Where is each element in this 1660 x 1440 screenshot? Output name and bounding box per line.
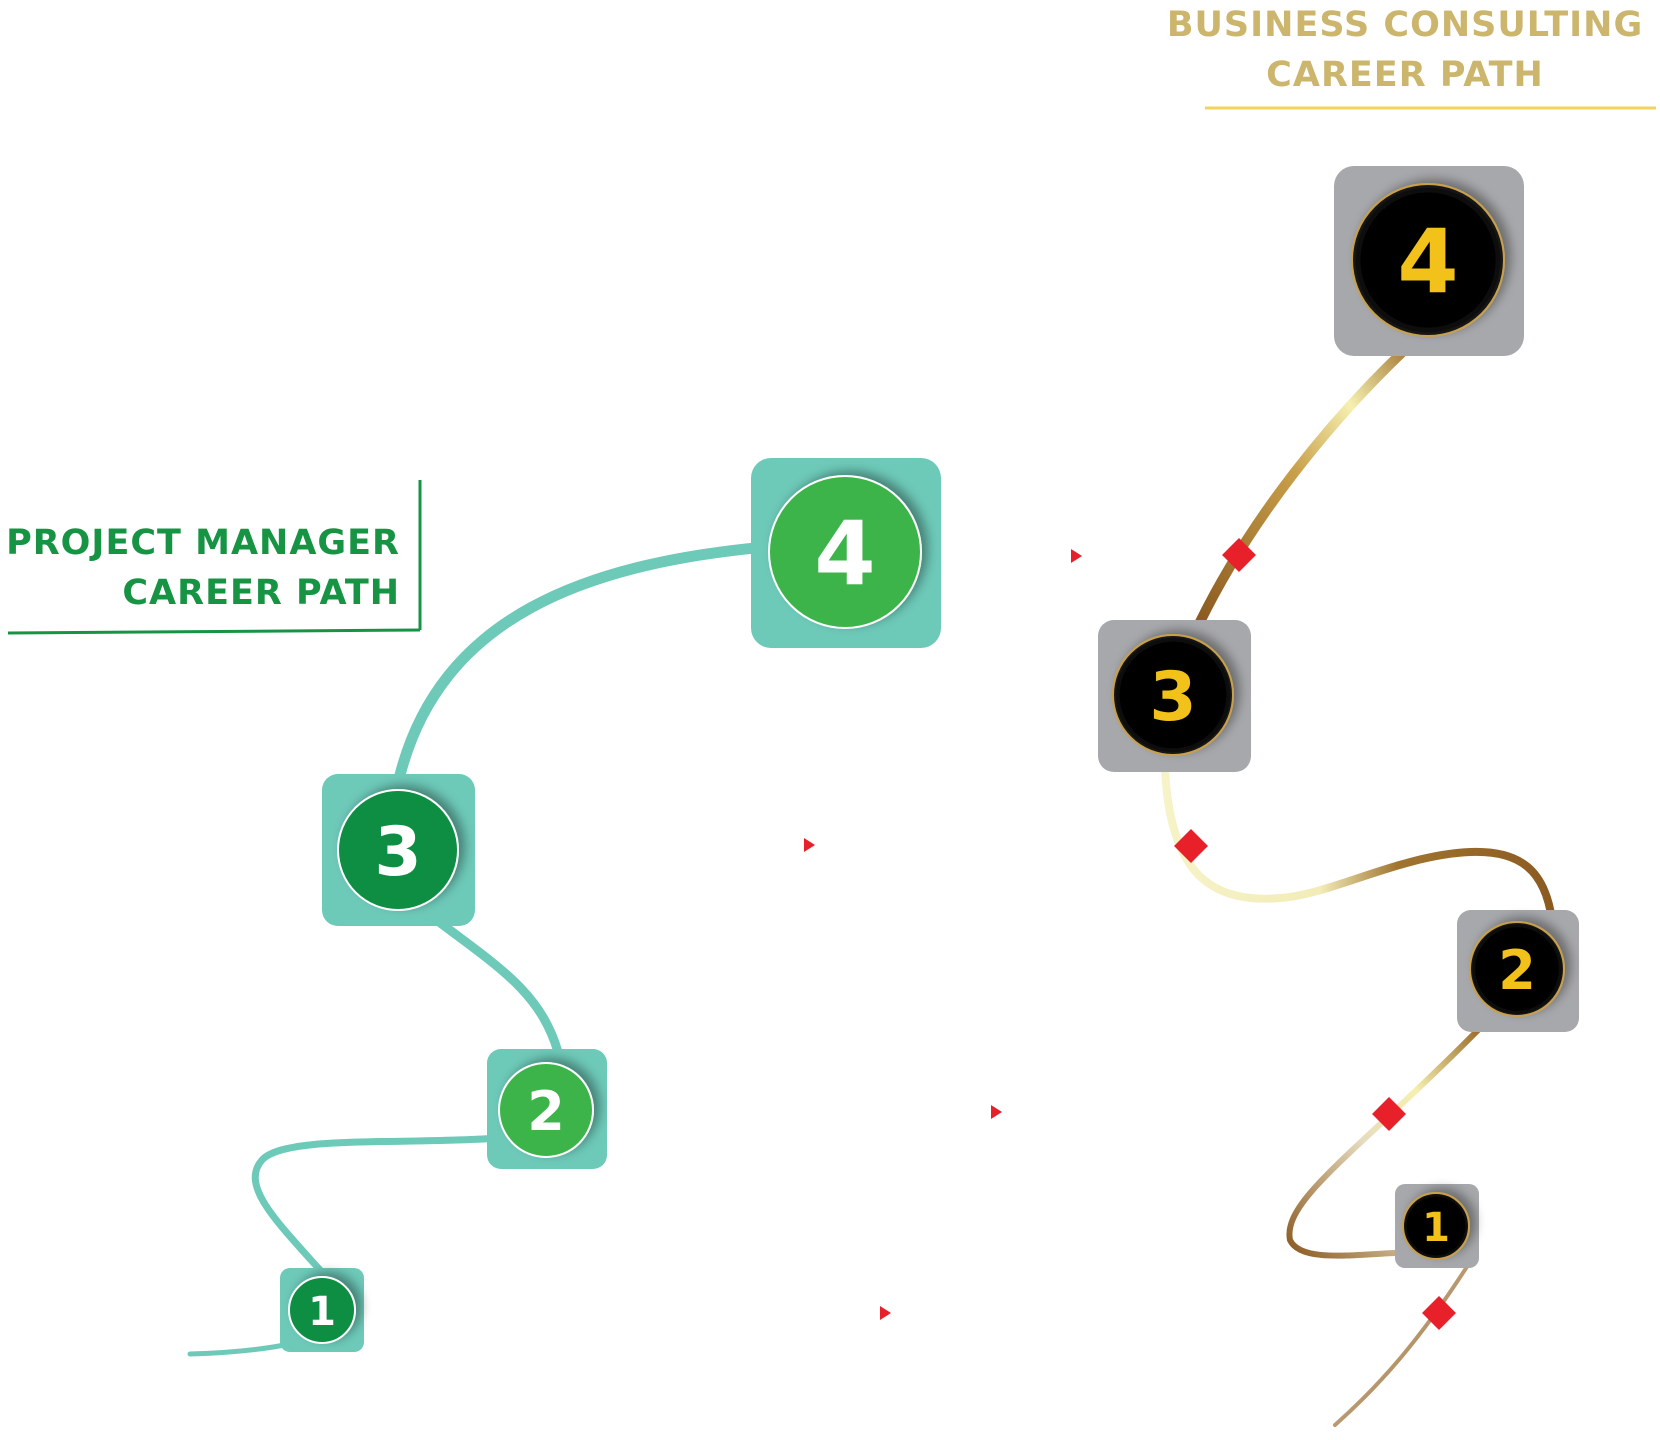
- pm-step-3: 3: [322, 774, 475, 926]
- red-arrow-icon: [880, 1306, 891, 1320]
- pm-step-2-badge: [498, 1062, 594, 1158]
- project-manager-path: [187, 539, 796, 1357]
- bc-step-3-badge: [1112, 634, 1234, 756]
- pm-step-2-number: 2: [527, 1080, 565, 1143]
- bc-step-4-number: 4: [1397, 210, 1458, 313]
- bc-connector-2-3: [1161, 766, 1556, 924]
- bc-step-3: 3: [1098, 620, 1251, 772]
- pm-connector-start: [187, 1341, 293, 1357]
- bc-step-1: 1: [1395, 1184, 1479, 1268]
- red-diamond-marker: [1372, 1097, 1406, 1131]
- project-manager-title-line1: PROJECT MANAGER: [6, 523, 400, 563]
- business-consulting-path: [1161, 340, 1556, 1427]
- bc-step-1-badge: [1402, 1192, 1470, 1260]
- red-diamond-marker: [1222, 538, 1256, 572]
- business-consulting-title-line1: BUSINESS CONSULTING: [1166, 5, 1644, 45]
- pm-step-4-badge: [768, 475, 922, 629]
- bc-step-3-number: 3: [1149, 658, 1196, 737]
- red-diamond-marker: [1422, 1296, 1456, 1330]
- bc-step-1-number: 1: [1422, 1205, 1450, 1251]
- bc-path-markers: [1174, 538, 1456, 1330]
- bc-connector-end: [1333, 1260, 1472, 1427]
- red-arrow-markers: [804, 549, 1082, 1320]
- pm-step-3-number: 3: [374, 813, 421, 892]
- pm-step-3-badge: [337, 789, 459, 911]
- red-arrow-icon: [804, 838, 815, 852]
- bc-step-4-badge: [1351, 183, 1505, 337]
- pm-step-2: 2: [487, 1049, 607, 1169]
- red-diamond-marker: [1174, 829, 1208, 863]
- bc-connector-3-4: [1195, 340, 1415, 627]
- bc-step-2-badge: [1469, 921, 1565, 1017]
- pm-step-1: 1: [280, 1268, 364, 1352]
- project-manager-title-line2: CAREER PATH: [122, 573, 400, 613]
- bc-step-4: 4: [1334, 166, 1524, 356]
- project-manager-title-frame: [7, 480, 422, 635]
- pm-step-4-number: 4: [814, 502, 875, 605]
- business-consulting-title-line2: CAREER PATH: [1266, 55, 1544, 95]
- pm-connector-1-2: [251, 1134, 504, 1274]
- bc-step-2: 2: [1457, 910, 1579, 1032]
- pm-step-1-number: 1: [308, 1289, 336, 1335]
- bc-step-2-number: 2: [1498, 939, 1536, 1002]
- pm-step-4: 4: [751, 458, 941, 648]
- red-arrow-icon: [1071, 549, 1082, 563]
- business-consulting-title: BUSINESS CONSULTING CAREER PATH: [1150, 0, 1660, 100]
- project-manager-title: PROJECT MANAGER CAREER PATH: [0, 518, 400, 618]
- pm-connector-3-4: [394, 539, 796, 781]
- red-arrow-icon: [991, 1105, 1002, 1119]
- pm-connector-2-3: [425, 910, 563, 1057]
- pm-step-1-badge: [288, 1276, 356, 1344]
